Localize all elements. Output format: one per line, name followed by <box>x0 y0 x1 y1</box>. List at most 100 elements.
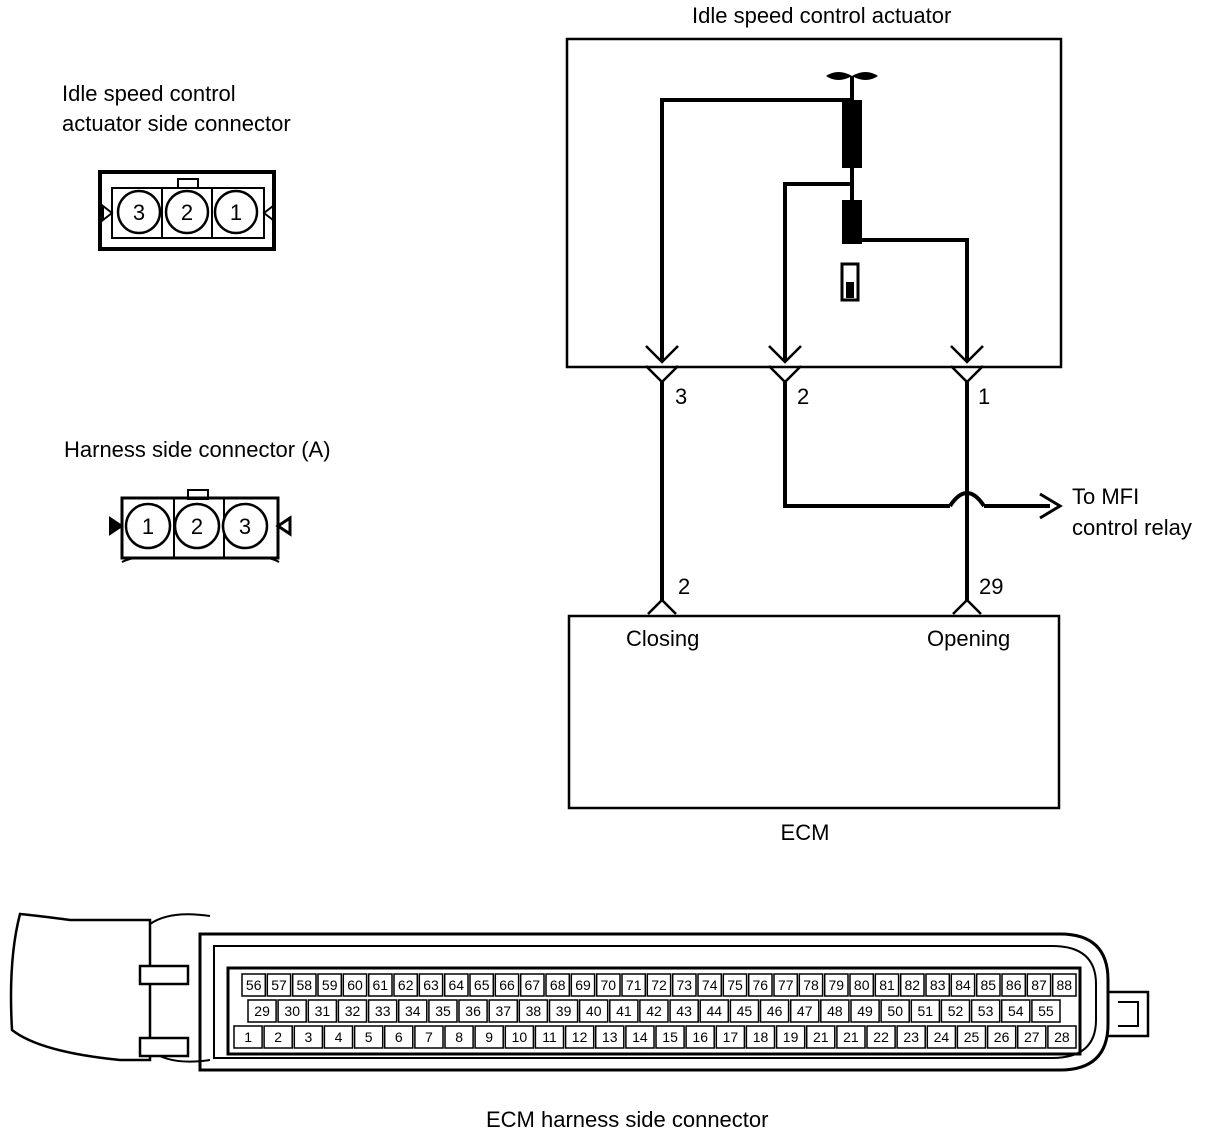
ecm-pin-label: 40 <box>586 1003 602 1019</box>
ecm-pin-label: 28 <box>1054 1029 1070 1045</box>
ecm-pin-label: 45 <box>737 1003 753 1019</box>
isc-actuator-side-connector: 3 2 1 <box>98 170 276 251</box>
ecm-pin-label: 51 <box>918 1003 934 1019</box>
ecm-pin-label: 56 <box>246 977 262 993</box>
ecm-pin-label: 15 <box>662 1029 678 1045</box>
harness-side-connector: 1 2 3 <box>109 489 292 563</box>
ecm-pin-label: 55 <box>1038 1003 1054 1019</box>
ecm-pin-label: 74 <box>702 977 718 993</box>
ecm-pin-label: 13 <box>602 1029 618 1045</box>
ecm-pin-label: 49 <box>857 1003 873 1019</box>
ecm-pin-label: 16 <box>692 1029 708 1045</box>
ecm-pin: 41 <box>609 999 639 1023</box>
ecm-pin: 57 <box>266 973 292 997</box>
isc-pin-3 <box>116 189 162 235</box>
harness-pin-label: 2 <box>191 514 203 539</box>
ecm-pin: 82 <box>899 973 925 997</box>
ecm-pin: 46 <box>759 999 790 1023</box>
ecm-pin: 60 <box>342 973 368 997</box>
ecm-pin-label: 24 <box>934 1029 950 1045</box>
ecm-pin: 17 <box>715 1025 746 1049</box>
isc-connector-title-line2: actuator side connector <box>62 111 291 136</box>
ecm-pin: 76 <box>747 973 773 997</box>
actuator-title: Idle speed control actuator <box>692 3 952 28</box>
closing-label: Closing <box>626 626 699 651</box>
ecm-pin: 52 <box>940 999 971 1023</box>
ecm-pin-label: 8 <box>455 1029 463 1045</box>
ecm-pin: 12 <box>564 1025 595 1049</box>
ecm-pin-label: 80 <box>854 977 870 993</box>
ecm-pin-label: 3 <box>305 1029 313 1045</box>
ecm-pin-label: 1 <box>244 1029 252 1045</box>
ecm-pin: 79 <box>823 973 849 997</box>
ecm-pin: 61 <box>367 973 393 997</box>
ecm-pin: 6 <box>383 1025 414 1049</box>
ecm-pin: 27 <box>1016 1025 1047 1049</box>
ecm-pin-label: 67 <box>525 977 541 993</box>
ecm-pin: 35 <box>428 999 458 1023</box>
ecm-pin: 30 <box>277 999 307 1023</box>
ecm-pin-label: 75 <box>727 977 743 993</box>
ecm-pin: 38 <box>518 999 549 1023</box>
ecm-pin-label: 32 <box>345 1003 361 1019</box>
ecm-pin: 23 <box>896 1025 926 1049</box>
ecm-pin: 15 <box>655 1025 685 1049</box>
ecm-pin: 81 <box>874 973 900 997</box>
ecm-pin-label: 18 <box>753 1029 769 1045</box>
ecm-pin-label: 76 <box>753 977 769 993</box>
ecm-pin: 39 <box>548 999 579 1023</box>
ecm-pin-label: 86 <box>1006 977 1022 993</box>
isc-connector-title-line1: Idle speed control <box>62 81 236 106</box>
ecm-pin-label: 21 <box>813 1029 829 1045</box>
ecm-pin: 47 <box>789 999 820 1023</box>
ecm-pin-label: 12 <box>572 1029 588 1045</box>
ecm-pin: 7 <box>414 1025 444 1049</box>
ecm-pin: 43 <box>669 999 699 1023</box>
ecm-pin-label: 47 <box>797 1003 813 1019</box>
ecm-pin-label: 57 <box>271 977 287 993</box>
ecm-pin-label: 77 <box>778 977 794 993</box>
ecm-pin: 58 <box>291 973 317 997</box>
ecm-pin: 84 <box>950 973 976 997</box>
ecm-pin: 28 <box>1047 1025 1077 1049</box>
ecm-pin: 13 <box>594 1025 625 1049</box>
ecm-pin-label: 11 <box>542 1029 557 1045</box>
ecm-pin-label: 62 <box>398 977 414 993</box>
ecm-pin-label: 31 <box>315 1003 331 1019</box>
ecm-pin-label: 69 <box>575 977 591 993</box>
ecm-pin: 85 <box>975 973 1001 997</box>
ecm-connector-caption: ECM harness side connector <box>486 1107 769 1132</box>
ecm-pin: 8 <box>444 1025 474 1049</box>
ecm-pin: 3 <box>293 1025 324 1049</box>
ecm-pin-label: 29 <box>254 1003 270 1019</box>
ecm-pin: 71 <box>621 973 647 997</box>
ecm-pin: 22 <box>866 1025 896 1049</box>
ecm-pin-opening: 29 <box>979 574 1003 599</box>
ecm-pin: 86 <box>1001 973 1027 997</box>
ecm-pin-label: 35 <box>435 1003 451 1019</box>
ecm-pin: 31 <box>307 999 338 1023</box>
relay-label-line1: To MFI <box>1072 484 1139 509</box>
ecm-pin: 21 <box>836 1025 866 1049</box>
ecm-pin-label: 42 <box>646 1003 662 1019</box>
ecm-pin: 64 <box>443 973 469 997</box>
ecm-pin: 66 <box>494 973 520 997</box>
ecm-pin-label: 25 <box>964 1029 980 1045</box>
ecm-pin: 19 <box>775 1025 806 1049</box>
motor-icon <box>826 72 878 302</box>
ecm-pin-label: 21 <box>843 1029 859 1045</box>
ecm-pin: 10 <box>504 1025 535 1049</box>
ecm-pin-closing: 2 <box>678 574 690 599</box>
ecm-pin-label: 34 <box>405 1003 421 1019</box>
harness-pin-label: 3 <box>239 514 251 539</box>
ecm-pin: 50 <box>880 999 910 1023</box>
ecm-pin-label: 19 <box>783 1029 799 1045</box>
ecm-pin-label: 30 <box>284 1003 300 1019</box>
ecm-pin-label: 61 <box>373 977 389 993</box>
ecm-pin-label: 64 <box>449 977 465 993</box>
ecm-pin: 74 <box>697 973 723 997</box>
ecm-pin-label: 27 <box>1024 1029 1040 1045</box>
ecm-pin-label: 38 <box>526 1003 542 1019</box>
